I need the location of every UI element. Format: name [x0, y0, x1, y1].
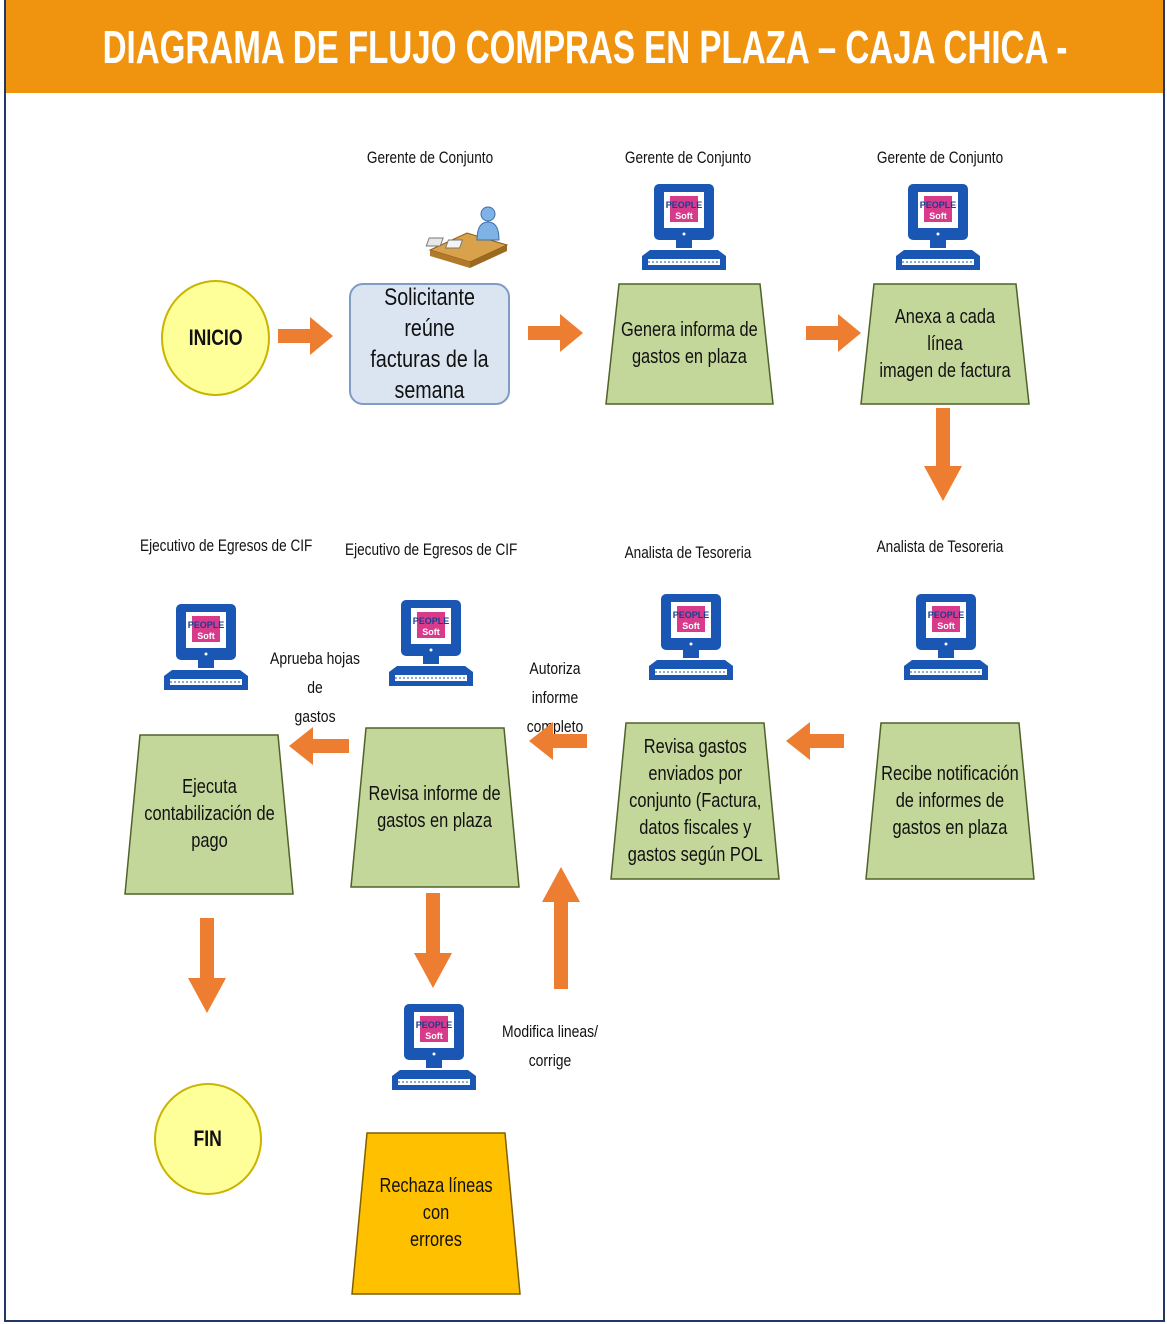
end-node: FIN: [154, 1083, 262, 1195]
diagram-title: DIAGRAMA DE FLUJO COMPRAS EN PLAZA – CAJ…: [102, 20, 1067, 73]
role-label: Ejecutivo de Egresos de CIF: [345, 540, 518, 559]
start-node: INICIO: [161, 280, 270, 396]
role-label: Gerente de Conjunto: [366, 148, 494, 167]
end-label: FIN: [193, 1126, 223, 1151]
svg-text:Soft: Soft: [422, 627, 440, 637]
process-generate-report: Genera informa de gastos en plaza: [605, 283, 774, 405]
arrow-right: [278, 317, 333, 355]
arrow-down: [414, 893, 452, 988]
svg-text:PEOPLE: PEOPLE: [920, 200, 957, 210]
authorize-label: Autoriza informe completo: [526, 659, 584, 736]
approve-label: Aprueba hojas de gastos: [270, 649, 360, 726]
title-bar: DIAGRAMA DE FLUJO COMPRAS EN PLAZA – CAJ…: [6, 0, 1163, 93]
svg-text:PEOPLE: PEOPLE: [928, 610, 965, 620]
svg-text:PEOPLE: PEOPLE: [666, 200, 703, 210]
diagram-frame: [4, 0, 1165, 1322]
arrow-right: [806, 314, 861, 352]
people-soft-computer-icon: PEOPLE Soft: [896, 184, 980, 270]
process-review-report: Revisa informe de gastos en plaza: [350, 727, 520, 888]
arrow-left: [289, 727, 349, 765]
arrow-left: [529, 722, 587, 760]
process-attach-invoice: Anexa a cada línea imagen de factura: [860, 283, 1030, 405]
people-soft-computer-icon: PEOPLE Soft: [164, 604, 248, 690]
people-soft-computer-icon: PEOPLE Soft: [642, 184, 726, 270]
people-soft-computer-icon: PEOPLE Soft: [389, 600, 473, 686]
process-execute-payment: Ejecuta contabilización de pago: [124, 734, 294, 895]
role-label: Analista de Tesoreria: [624, 543, 752, 562]
svg-text:Soft: Soft: [682, 621, 700, 631]
svg-text:Soft: Soft: [425, 1031, 443, 1041]
svg-text:PEOPLE: PEOPLE: [416, 1020, 453, 1030]
meeting-person-icon: [425, 206, 509, 268]
arrow-down: [188, 918, 226, 1013]
arrow-right: [528, 314, 583, 352]
process-review-expenses: Revisa gastos enviados por conjunto (Fac…: [610, 722, 780, 880]
start-label: INICIO: [188, 325, 243, 350]
arrow-down: [924, 408, 962, 501]
role-label: Ejecutivo de Egresos de CIF: [140, 536, 313, 555]
process-gather-invoices: Solicitante reúne facturas de la semana: [349, 283, 510, 405]
process-receive-notification: Recibe notificación de informes de gasto…: [865, 722, 1035, 880]
svg-text:Soft: Soft: [197, 631, 215, 641]
role-label: Analista de Tesoreria: [876, 537, 1004, 556]
process-reject-lines: Rechaza líneas con errores: [351, 1132, 521, 1295]
svg-text:PEOPLE: PEOPLE: [673, 610, 710, 620]
arrow-left: [786, 722, 844, 760]
svg-text:PEOPLE: PEOPLE: [188, 620, 225, 630]
role-label: Gerente de Conjunto: [876, 148, 1004, 167]
people-soft-computer-icon: PEOPLE Soft: [904, 594, 988, 680]
svg-text:Soft: Soft: [675, 211, 693, 221]
svg-text:Soft: Soft: [937, 621, 955, 631]
people-soft-computer-icon: PEOPLE Soft: [392, 1004, 476, 1090]
svg-text:Soft: Soft: [929, 211, 947, 221]
people-soft-computer-icon: PEOPLE Soft: [649, 594, 733, 680]
modify-label: Modifica lineas/ corrige: [501, 1022, 599, 1070]
role-label: Gerente de Conjunto: [624, 148, 752, 167]
arrow-up: [542, 867, 580, 989]
svg-text:PEOPLE: PEOPLE: [413, 616, 450, 626]
